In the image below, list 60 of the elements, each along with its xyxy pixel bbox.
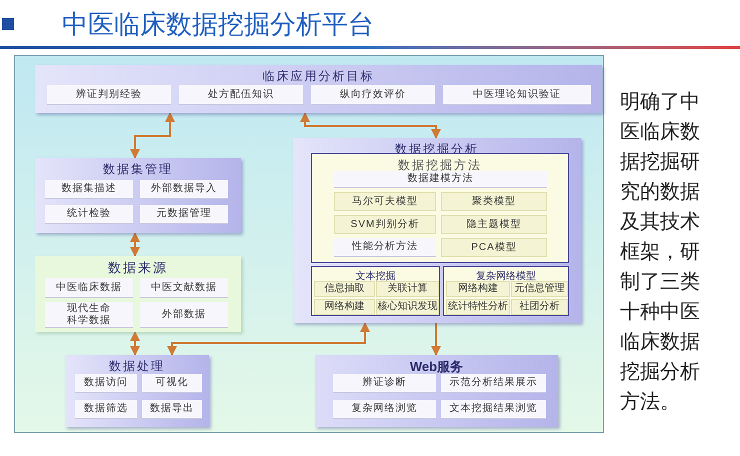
group-title: Web服务	[410, 358, 464, 376]
item-box: 中医理论知识验证	[443, 85, 591, 105]
item-box: 社团分析	[511, 299, 568, 315]
item-box: 核心知识发现	[376, 299, 439, 315]
group-panel	[293, 138, 581, 323]
group-title: 数据处理	[109, 358, 165, 375]
item-box: 隐主题模型	[441, 215, 547, 234]
group-title: 数据来源	[108, 259, 168, 277]
item-box: 元信息管理	[511, 281, 568, 297]
connector-arrow	[130, 331, 140, 356]
item-box: 数据访问	[75, 374, 137, 393]
connector-arrow	[431, 323, 441, 356]
item-box: 处方配伍知识	[179, 85, 303, 105]
group-title: 文本挖掘	[356, 270, 396, 282]
item-box: 辨证诊断	[333, 374, 436, 393]
item-box: 统计检验	[45, 205, 133, 224]
item-box: 中医文献数据	[140, 278, 228, 298]
group-title: 临床应用分析目标	[262, 68, 374, 85]
item-box: 网络构建	[314, 299, 375, 315]
slide-title: 中医临床数据挖掘分析平台	[62, 9, 374, 42]
item-box: 数据导出	[142, 400, 202, 419]
group-panel	[35, 158, 241, 233]
group-title: 数据挖掘方法	[398, 157, 482, 172]
item-box: SVM判别分析	[334, 215, 436, 234]
group-title: 复杂网络模型	[476, 270, 536, 282]
item-box: 网络构建	[446, 281, 510, 297]
item-box: 数据筛选	[75, 400, 137, 419]
connector-arrow	[300, 112, 441, 139]
item-box: 辨证判别经验	[47, 85, 171, 105]
item-box: 现代生命科学数据	[45, 302, 133, 328]
item-box: 外部数据导入	[140, 180, 228, 199]
group-panel	[65, 355, 209, 427]
connector-arrow	[167, 322, 370, 356]
group-panel	[443, 266, 569, 316]
item-box: 数据建模方法	[334, 171, 547, 188]
item-box: 中医临床数据	[45, 278, 133, 298]
connector-arrow	[130, 112, 175, 159]
group-panel	[35, 256, 241, 332]
item-box: 马尔可夫模型	[334, 192, 436, 211]
item-box: 聚类模型	[441, 192, 547, 211]
item-box: 外部数据	[140, 302, 228, 328]
item-box: 关联计算	[376, 281, 439, 297]
item-box: PCA模型	[441, 238, 547, 257]
group-panel	[35, 65, 602, 113]
item-box: 纵向疗效评价	[311, 85, 435, 105]
item-box: 示范分析结果展示	[441, 374, 546, 393]
item-box: 信息抽取	[314, 281, 375, 297]
connector-arrow	[130, 232, 140, 257]
item-box: 文本挖掘结果浏览	[441, 400, 546, 419]
group-title: 数据集管理	[103, 161, 173, 178]
item-box: 复杂网络浏览	[333, 400, 436, 419]
side-note: 明确了中医临床数据挖掘研究的数据及其技术框架，研制了三类十种中医临床数据挖掘分析方法。	[620, 88, 701, 415]
group-panel	[315, 355, 558, 427]
item-box: 性能分析方法	[334, 238, 436, 257]
item-box: 数据集描述	[45, 180, 133, 199]
item-box: 元数据管理	[140, 205, 228, 224]
item-box: 统计特性分析	[446, 299, 510, 315]
item-box: 可视化	[142, 374, 202, 393]
group-panel	[311, 153, 569, 263]
group-panel	[311, 266, 440, 316]
